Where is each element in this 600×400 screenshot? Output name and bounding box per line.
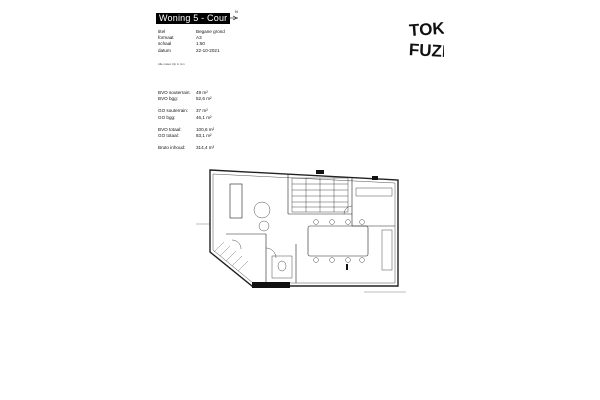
page-title: Woning 5 - Cour	[156, 13, 231, 24]
meta-value: Begane grond	[196, 29, 225, 34]
meta-value: 1:50	[196, 41, 205, 47]
stat-label: GO souterrain:	[158, 108, 189, 114]
meta-label: formaat	[158, 35, 174, 41]
meta-row: schaal 1:50	[158, 41, 225, 47]
north-label: N	[235, 9, 238, 14]
meta-value: A3	[196, 35, 202, 41]
stat-row: GO totaal: 83,1 m²	[158, 133, 214, 139]
stat-row: BVO bgg: 52,6 m²	[158, 96, 214, 102]
floor-plan-drawing	[196, 169, 406, 293]
stat-label: BVO souterrain:	[158, 90, 191, 95]
meta-label: datum	[158, 47, 171, 53]
logo-line-1: TOKO	[408, 18, 444, 40]
stat-row: GO souterrain: 37 m²	[158, 108, 214, 114]
area-stats: BVO souterrain: 49 m² BVO bgg: 52,6 m² G…	[158, 90, 214, 151]
dimension-note: Alle maten zijn in mm	[158, 62, 185, 66]
stat-value: 52,6 m²	[196, 96, 212, 102]
meta-row: datum 22-10-2021	[158, 48, 225, 54]
meta-row: formaat A3	[158, 35, 225, 41]
stat-row: Bruto inhoud: 314,4 m³	[158, 145, 214, 151]
meta-label: titel	[158, 29, 166, 34]
stat-value: 49 m²	[196, 90, 208, 95]
stat-label: BVO bgg:	[158, 96, 178, 102]
north-arrow-icon	[226, 15, 238, 21]
stat-label: BVO totaal:	[158, 126, 182, 132]
stat-row: BVO souterrain: 49 m²	[158, 90, 214, 96]
stat-value: 46,1 m²	[196, 114, 212, 120]
meta-value: 22-10-2021	[196, 47, 220, 53]
stat-value: 314,4 m³	[196, 145, 215, 151]
meta-row: titel Begane grond	[158, 29, 225, 35]
brand-logo: TOKO FUZE	[408, 16, 458, 62]
title-block: titel Begane grond formaat A3 schaal 1:5…	[158, 29, 225, 54]
stat-value: 83,1 m²	[196, 133, 212, 139]
stat-value: 100,6 m²	[196, 126, 215, 132]
stat-label: Bruto inhoud:	[158, 145, 186, 151]
logo-line-2: FUZE	[408, 40, 444, 61]
stat-label: GO bgg:	[158, 114, 176, 120]
meta-label: schaal	[158, 41, 172, 47]
stat-value: 37 m²	[196, 108, 208, 114]
stat-row: GO bgg: 46,1 m²	[158, 115, 214, 121]
stat-label: GO totaal:	[158, 133, 179, 139]
stat-row: BVO totaal: 100,6 m²	[158, 127, 214, 133]
